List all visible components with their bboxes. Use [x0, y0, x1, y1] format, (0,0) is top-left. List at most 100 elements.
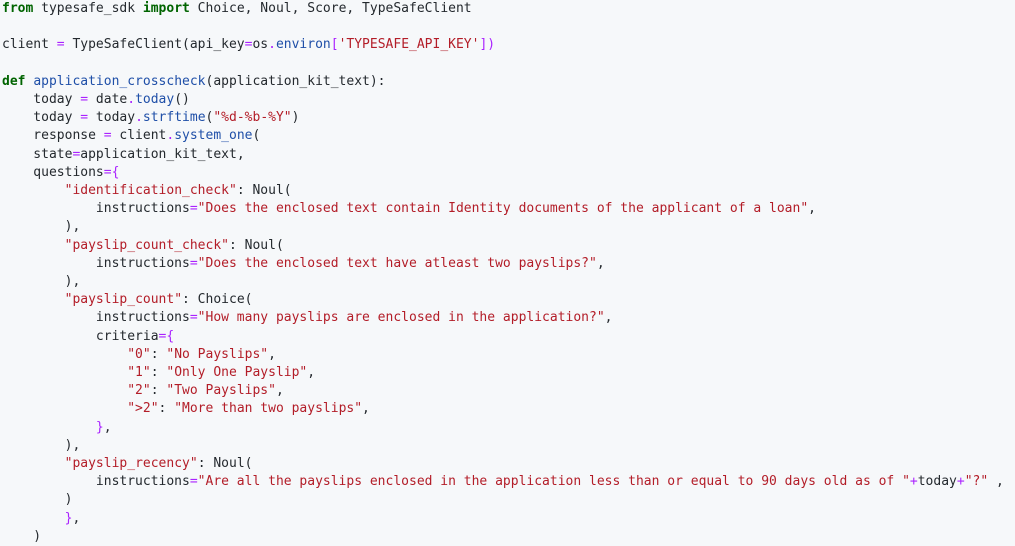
code-token: "More than two payslips"	[174, 401, 363, 417]
code-line: instructions="Does the enclosed text hav…	[2, 255, 605, 273]
code-token: "payslip_count_check"	[64, 237, 229, 253]
code-line: response = client.system_one(	[2, 127, 260, 145]
code-token: "0"	[127, 346, 151, 362]
code-token	[2, 456, 65, 471]
code-token: from	[2, 1, 34, 16]
code-line: "payslip_recency": Noul(	[2, 455, 253, 473]
code-token: "Two Payslips"	[166, 383, 276, 399]
code-line: questions={	[2, 164, 119, 182]
code-token: instructions	[2, 201, 190, 217]
code-token	[2, 420, 96, 435]
code-token: =	[189, 255, 198, 271]
code-token: :	[150, 346, 167, 362]
code-token: .	[166, 128, 175, 144]
code-token: [	[330, 37, 339, 53]
code-line: ),	[2, 218, 81, 236]
code-token: =	[80, 110, 89, 126]
code-token	[2, 183, 65, 198]
code-token: )	[2, 528, 42, 544]
code-token: =	[103, 164, 112, 180]
code-token: ,	[988, 474, 1004, 490]
code-token: "identification_check"	[64, 183, 237, 198]
code-token: ">2"	[127, 401, 159, 417]
code-token: ),	[2, 219, 81, 235]
code-token: instructions	[2, 474, 190, 490]
code-token: application_kit_text,	[80, 146, 245, 162]
code-token: +	[909, 474, 918, 490]
code-line: today = date.today()	[2, 91, 190, 109]
code-token: "Are all the payslips enclosed in the ap…	[197, 474, 910, 490]
code-line: "payslip_count_check": Noul(	[2, 237, 284, 255]
code-token	[2, 511, 65, 526]
code-token: "payslip_recency"	[64, 456, 198, 471]
code-token: (application_kit_text):	[205, 73, 386, 89]
code-token: import	[142, 1, 190, 16]
code-token: ,	[268, 346, 276, 362]
code-token: "1"	[127, 365, 151, 380]
code-line: client = TypeSafeClient(api_key=os.envir…	[2, 36, 495, 54]
code-token: ,	[103, 419, 112, 435]
code-token: "payslip_count"	[64, 292, 183, 308]
code-token: +	[956, 474, 965, 490]
code-line: "payslip_count": Choice(	[2, 291, 253, 309]
code-token: "Only One Payslip"	[166, 365, 308, 380]
code-token: "How many payslips are enclosed in the a…	[197, 310, 605, 326]
code-token: "%d-%b-%Y"	[213, 110, 292, 126]
code-token: =	[189, 310, 198, 326]
code-line: ),	[2, 273, 81, 291]
code-token: ()	[174, 92, 190, 107]
code-line: def application_crosscheck(application_k…	[2, 73, 386, 91]
code-token	[2, 383, 127, 398]
code-token: client	[2, 37, 57, 53]
code-token: date	[88, 92, 128, 107]
code-token: today	[2, 92, 81, 107]
code-token	[2, 238, 65, 253]
code-line: )	[2, 491, 73, 509]
code-token: ,	[72, 510, 81, 526]
code-token: =	[189, 474, 198, 490]
code-token: Choice, Noul, Score, TypeSafeClient	[189, 1, 472, 16]
code-token: =	[244, 37, 253, 53]
code-token: : Noul(	[229, 237, 284, 253]
code-line: instructions="How many payslips are encl…	[2, 309, 613, 327]
code-line: criteria={	[2, 328, 174, 346]
code-token: os	[252, 37, 269, 53]
code-token: ])	[479, 37, 496, 53]
code-token: =	[72, 146, 81, 162]
code-line: instructions="Does the enclosed text con…	[2, 200, 816, 218]
code-token: "No Payslips"	[166, 346, 269, 362]
code-token: : Noul(	[197, 456, 253, 471]
code-token: questions	[2, 164, 104, 180]
code-token: criteria	[2, 328, 159, 344]
code-token: state	[2, 146, 73, 162]
code-token: def	[2, 73, 26, 89]
code-token: }	[95, 419, 104, 435]
code-token: application_crosscheck	[33, 73, 206, 89]
code-token: environ	[275, 37, 331, 53]
code-token: TypeSafeClient(api_key	[64, 37, 245, 53]
code-token: typesafe_sdk	[33, 1, 143, 16]
code-token	[2, 401, 127, 416]
code-token: ),	[2, 274, 81, 289]
code-token: (	[205, 110, 214, 126]
code-token: "Does the enclosed text contain Identity…	[197, 201, 809, 217]
code-token: ,	[307, 365, 316, 380]
code-token	[2, 292, 65, 307]
code-line: ),	[2, 437, 81, 455]
code-line: from typesafe_sdk import Choice, Noul, S…	[2, 0, 472, 18]
code-line: "1": "Only One Payslip",	[2, 364, 315, 382]
code-token: :	[158, 401, 175, 417]
code-token: ,	[596, 255, 605, 271]
code-line: },	[2, 419, 112, 437]
code-line: },	[2, 510, 81, 528]
code-line: state=application_kit_text,	[2, 146, 245, 164]
code-token: =	[158, 328, 167, 344]
code-token: {	[166, 328, 175, 344]
code-token	[2, 365, 127, 380]
code-token: :	[150, 383, 167, 399]
code-token: )	[2, 492, 73, 508]
code-token: system_one	[174, 128, 253, 144]
code-token: strftime	[142, 110, 206, 126]
code-line: today = today.strftime("%d-%b-%Y")	[2, 109, 299, 127]
